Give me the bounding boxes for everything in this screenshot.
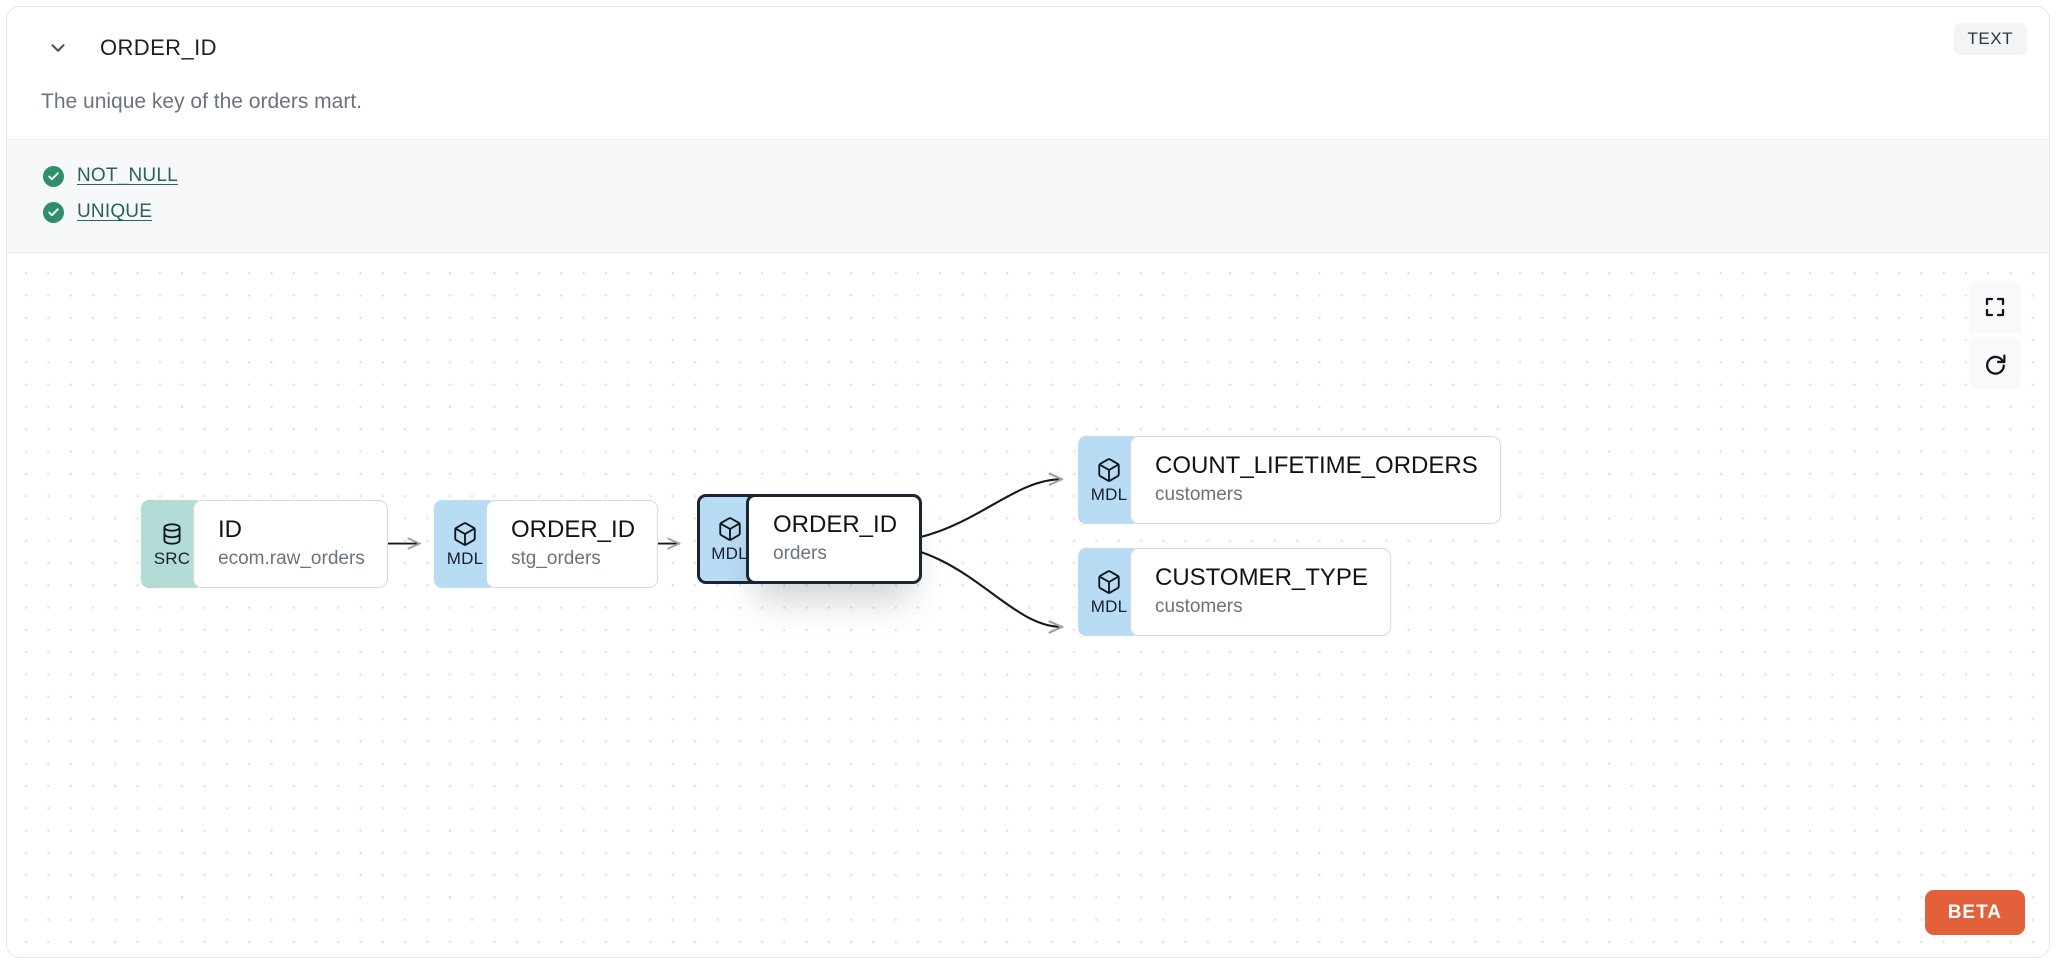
lineage-node-mdl-orders-selected[interactable]: MDL ORDER_ID orders	[697, 494, 923, 584]
node-kind-label: SRC	[153, 549, 191, 569]
node-body: ORDER_ID stg_orders	[486, 500, 659, 589]
node-column-name: ID	[218, 516, 242, 544]
node-source-name: customers	[1155, 595, 1243, 617]
node-kind-badge-src: SRC	[141, 500, 203, 589]
node-kind-badge-mdl: MDL	[1078, 436, 1140, 525]
test-row[interactable]: NOT_NULL	[7, 158, 2049, 194]
fit-view-button[interactable]	[1969, 281, 2021, 334]
fit-screen-icon	[1985, 298, 2005, 317]
database-icon	[163, 523, 181, 545]
lineage-edges	[347, 253, 2049, 957]
node-body: CUSTOMER_TYPE customers	[1130, 548, 1391, 637]
lineage-canvas[interactable]: SRC ID ecom.raw_orders MDL	[7, 253, 2049, 957]
node-source-name: stg_orders	[511, 547, 601, 569]
cube-icon	[1098, 570, 1120, 594]
node-body: ID ecom.raw_orders	[193, 500, 388, 589]
column-description: The unique key of the orders mart.	[7, 89, 2049, 140]
cube-icon	[1098, 458, 1120, 482]
lineage-node-mdl-stg-orders[interactable]: MDL ORDER_ID stg_orders	[434, 500, 659, 589]
check-circle-icon	[43, 201, 64, 223]
tests-section: NOT_NULL UNIQUE	[7, 139, 2049, 254]
node-kind-label: MDL	[446, 549, 484, 569]
check-circle-icon	[43, 165, 64, 187]
node-source-name: customers	[1155, 483, 1243, 505]
chevron-down-icon[interactable]	[41, 33, 75, 63]
beta-badge[interactable]: BETA	[1924, 890, 2025, 935]
cube-icon	[718, 517, 741, 541]
node-kind-badge-mdl: MDL	[434, 500, 496, 589]
refresh-icon	[1985, 354, 2005, 375]
lineage-node-mdl-customer-type[interactable]: MDL CUSTOMER_TYPE customers	[1078, 548, 1391, 637]
node-kind-label: MDL	[1090, 597, 1128, 617]
header-title-row: ORDER_ID	[41, 33, 217, 63]
node-column-name: ORDER_ID	[773, 511, 898, 539]
column-detail-card: ORDER_ID TEXT The unique key of the orde…	[6, 6, 2050, 958]
canvas-controls	[1969, 281, 2021, 390]
test-row[interactable]: UNIQUE	[7, 194, 2049, 230]
data-type-badge: TEXT	[1953, 23, 2027, 55]
test-link-unique[interactable]: UNIQUE	[77, 201, 153, 223]
node-body: COUNT_LIFETIME_ORDERS customers	[1130, 436, 1501, 525]
node-body: ORDER_ID orders	[746, 494, 923, 584]
refresh-button[interactable]	[1969, 337, 2021, 390]
node-column-name: CUSTOMER_TYPE	[1155, 564, 1368, 592]
node-kind-label: MDL	[711, 544, 748, 564]
lineage-node-mdl-count-lifetime-orders[interactable]: MDL COUNT_LIFETIME_ORDERS customers	[1078, 436, 1501, 525]
node-source-name: orders	[773, 542, 827, 564]
page-title: ORDER_ID	[100, 35, 217, 60]
node-kind-label: MDL	[1090, 485, 1128, 505]
node-column-name: COUNT_LIFETIME_ORDERS	[1155, 452, 1478, 480]
node-kind-badge-mdl: MDL	[1078, 548, 1140, 637]
node-source-name: ecom.raw_orders	[218, 547, 365, 569]
card-header: ORDER_ID TEXT	[7, 7, 2049, 89]
node-column-name: ORDER_ID	[511, 516, 636, 544]
lineage-node-src-id[interactable]: SRC ID ecom.raw_orders	[141, 500, 388, 589]
cube-icon	[454, 522, 476, 546]
test-link-not-null[interactable]: NOT_NULL	[77, 165, 178, 187]
